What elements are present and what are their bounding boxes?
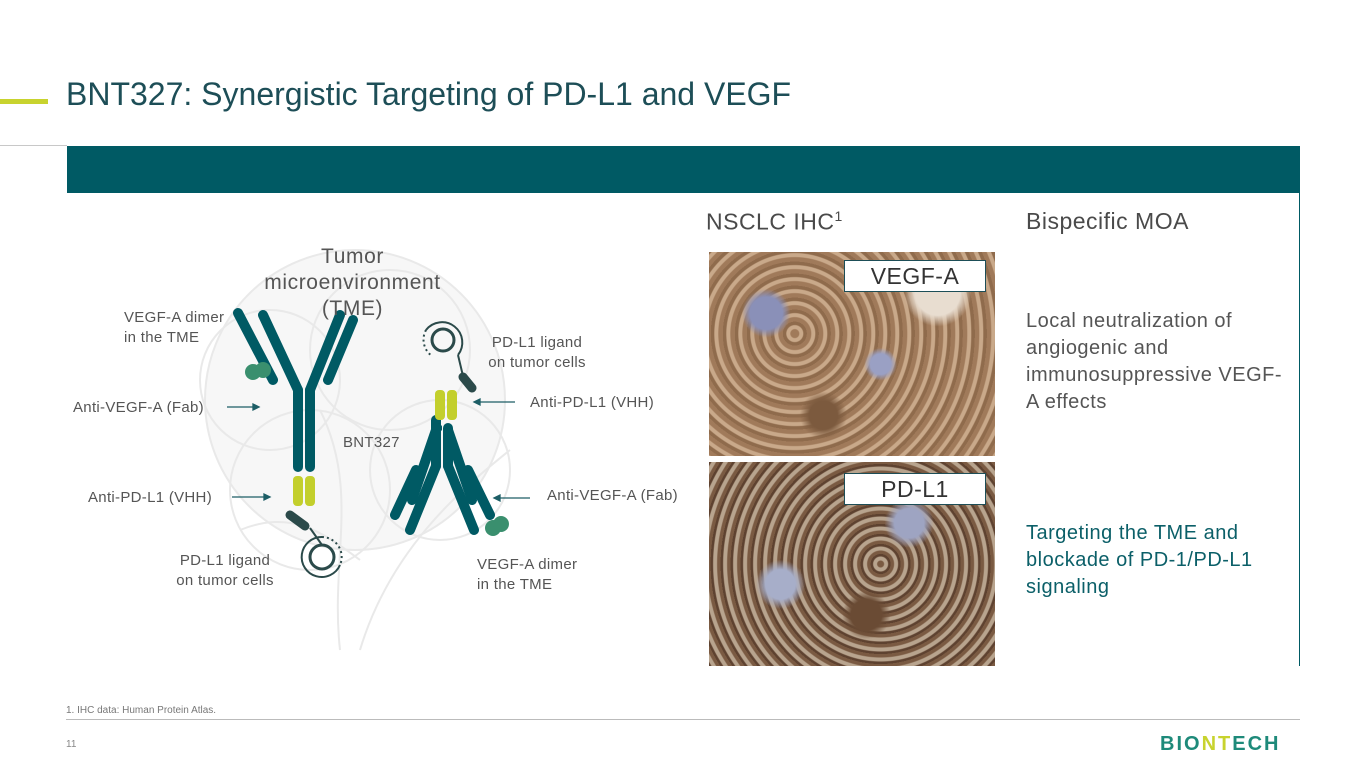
- tme-line: (TME): [321, 297, 384, 320]
- moa-header: Bispecific MOA: [1026, 208, 1189, 234]
- pdl1-ligand-left: [285, 510, 343, 578]
- label-line: VEGF-A dimer: [477, 556, 578, 573]
- label-line: PD-L1 ligand: [491, 334, 583, 351]
- logo-text: NT: [1201, 733, 1233, 755]
- ihc-image-pdl1: [709, 462, 995, 666]
- label-line: VEGF-A dimer: [124, 309, 225, 326]
- pdl1-ligand-label-left: PD-L1 ligand on tumor cells: [160, 551, 290, 591]
- label-line: in the TME: [477, 576, 553, 593]
- vegf-dimer-label-left: VEGF-A dimer in the TME: [124, 308, 224, 348]
- divider: [0, 145, 67, 146]
- vegf-dimer-left: [245, 362, 271, 380]
- tme-label: Tumor microenvironment (TME): [230, 244, 475, 322]
- bnt327-right-structure: [405, 423, 479, 535]
- vegf-dimer-right: [485, 516, 509, 536]
- right-border: [1299, 193, 1300, 666]
- page-title: BNT327: Synergistic Targeting of PD-L1 a…: [66, 76, 792, 112]
- anti-pdl1-label-left: Anti-PD-L1 (VHH): [88, 489, 212, 506]
- pdl1-ligand-label-right: PD-L1 ligand on tumor cells: [473, 333, 601, 373]
- ihc-header-text: NSCLC IHC: [706, 208, 835, 235]
- label-line: in the TME: [124, 329, 200, 346]
- logo-text: BIO: [1160, 733, 1202, 755]
- tme-line: Tumor: [321, 245, 384, 268]
- moa-text-pdl1: Targeting the TME and blockade of PD-1/P…: [1026, 522, 1253, 598]
- ihc-header: NSCLC IHC1: [706, 208, 843, 236]
- footnote: 1. IHC data: Human Protein Atlas.: [66, 705, 217, 716]
- arrows: [227, 397, 530, 503]
- tme-line: microenvironment: [264, 271, 441, 294]
- label-line: on tumor cells: [488, 354, 586, 371]
- bnt327-right-arms: [390, 465, 495, 520]
- vegf-a-tag: VEGF-A: [844, 260, 986, 292]
- anti-pdl1-label-right: Anti-PD-L1 (VHH): [530, 394, 654, 411]
- page-number: 11: [66, 739, 77, 750]
- footer-divider: [66, 719, 1300, 720]
- anti-vegf-label-left: Anti-VEGF-A (Fab): [73, 399, 204, 416]
- logo-text: ECH: [1232, 733, 1281, 755]
- footnote-ref: 1: [834, 208, 843, 224]
- pd-l1-tag: PD-L1: [844, 473, 986, 505]
- bnt327-antibody-left: [233, 308, 358, 506]
- header-band: [67, 146, 1300, 193]
- biontech-logo: BIONTECH: [1160, 733, 1280, 756]
- bnt327-label: BNT327: [343, 434, 400, 451]
- moa-text-vegf: Local neutralization of angiogenic and i…: [1026, 310, 1283, 413]
- label-line: on tumor cells: [176, 572, 274, 589]
- title-accent-bar: [0, 99, 48, 104]
- pdl1-ligand-right: [422, 321, 477, 393]
- vegf-dimer-label-right: VEGF-A dimer in the TME: [477, 555, 577, 595]
- vhh-right: [435, 390, 457, 420]
- bnt327-diagram: [199, 249, 530, 651]
- anti-vegf-label-right: Anti-VEGF-A (Fab): [547, 487, 678, 504]
- label-line: PD-L1 ligand: [179, 552, 271, 569]
